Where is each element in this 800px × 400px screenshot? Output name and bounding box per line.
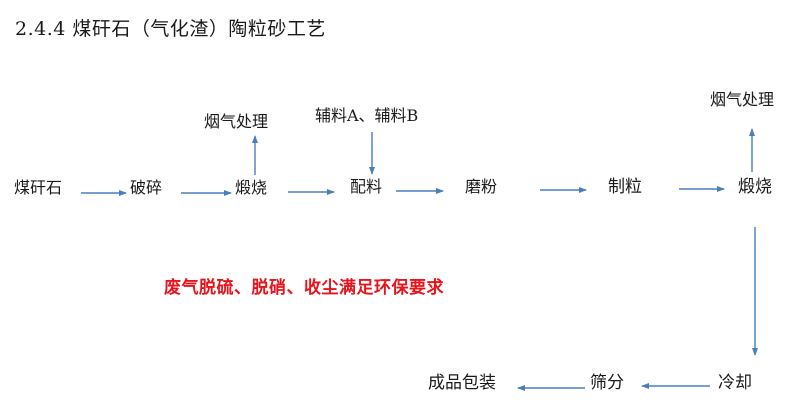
node-coal-gangue: 煤矸石	[14, 178, 63, 197]
node-finished-packaging: 成品包装	[428, 373, 496, 393]
node-auxiliary-materials: 辅料A、辅料B	[315, 106, 419, 125]
node-granulation: 制粒	[608, 177, 642, 197]
diagram-title: 2.4.4 煤矸石（气化渣）陶粒砂工艺	[15, 18, 326, 40]
node-grinding: 磨粉	[465, 177, 498, 196]
node-calcination-2: 煅烧	[738, 177, 772, 197]
node-calcination-1: 煅烧	[235, 178, 268, 197]
environmental-note: 废气脱硫、脱硝、收尘满足环保要求	[164, 278, 444, 298]
node-screening: 筛分	[590, 373, 624, 393]
node-batching: 配料	[350, 177, 383, 196]
node-flue-gas-1: 烟气处理	[204, 112, 269, 131]
node-crushing: 破碎	[130, 178, 163, 197]
node-cooling: 冷却	[718, 373, 752, 393]
node-flue-gas-2: 烟气处理	[710, 90, 775, 109]
